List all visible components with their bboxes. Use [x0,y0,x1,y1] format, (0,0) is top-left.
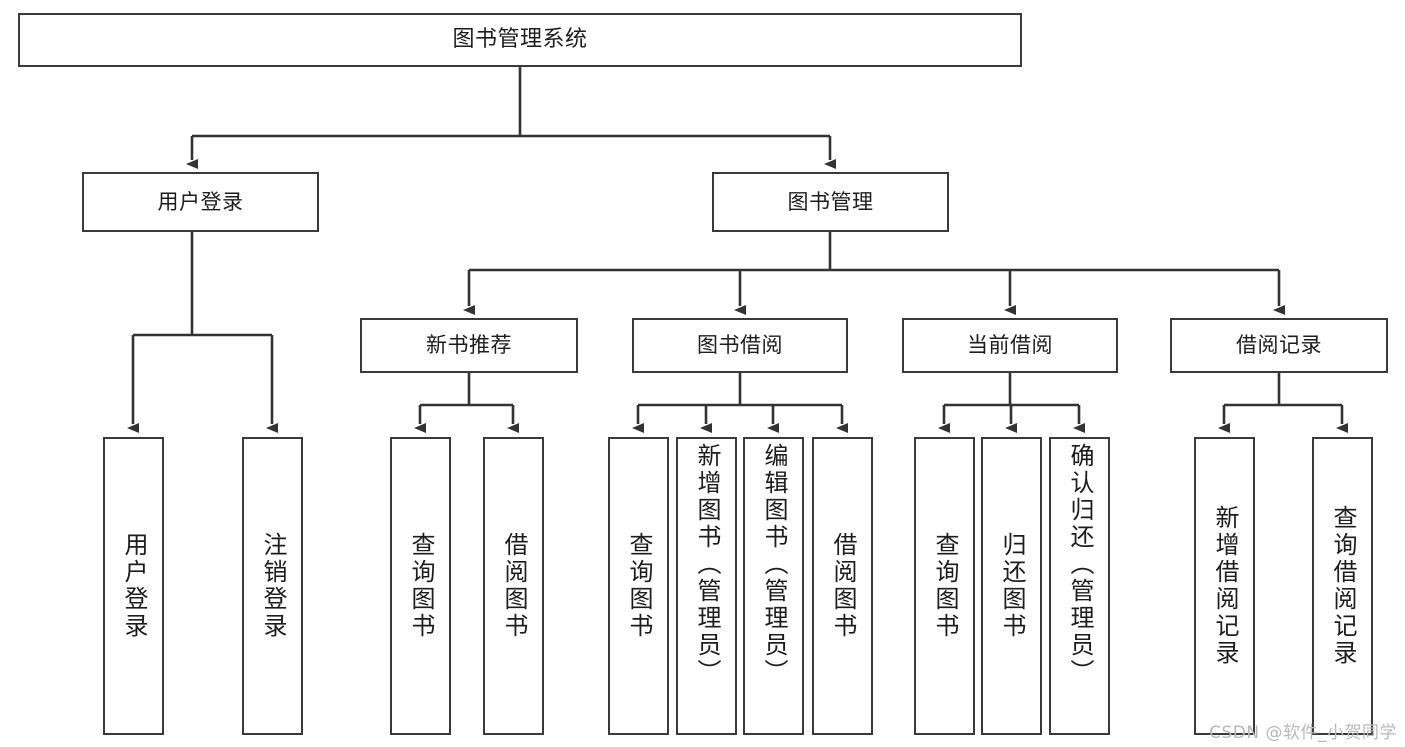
leaf-borrow-record-query[interactable]: 查询借阅记录 [1312,437,1373,735]
leaf-new-book-borrow-label: 借阅图书 [499,532,528,640]
leaf-current-borrow-return[interactable]: 归还图书 [981,437,1042,735]
leaf-book-borrow-add[interactable]: 新增图书（管理员） [676,437,737,735]
node-book-management[interactable]: 图书管理 [712,172,949,232]
leaf-book-borrow-edit[interactable]: 编辑图书（管理员） [743,437,804,735]
node-user-login[interactable]: 用户登录 [82,172,319,232]
node-current-borrow[interactable]: 当前借阅 [902,318,1118,373]
csdn-watermark: CSDN @软件_小贺同学 [1209,723,1397,743]
node-book-borrow-label: 图书借阅 [697,333,783,358]
leaf-new-book-query-label: 查询图书 [406,532,435,640]
leaf-new-book-query[interactable]: 查询图书 [390,437,451,735]
leaf-current-borrow-return-label: 归还图书 [997,532,1026,640]
leaf-current-borrow-query[interactable]: 查询图书 [914,437,975,735]
leaf-user-login-logout-label: 注销登录 [258,532,287,640]
leaf-new-book-borrow[interactable]: 借阅图书 [483,437,544,735]
node-current-borrow-label: 当前借阅 [967,333,1053,358]
leaf-user-login-logout[interactable]: 注销登录 [242,437,303,735]
node-borrow-record-label: 借阅记录 [1236,333,1322,358]
node-book-borrow[interactable]: 图书借阅 [632,318,848,373]
node-new-book-recommend-label: 新书推荐 [426,333,512,358]
leaf-borrow-record-add-label: 新增借阅记录 [1210,505,1239,667]
leaf-book-borrow-borrow-label: 借阅图书 [828,532,857,640]
leaf-current-borrow-confirm-return-label: 确认归还（管理员） [1065,443,1094,686]
leaf-current-borrow-confirm-return[interactable]: 确认归还（管理员） [1049,437,1110,735]
leaf-user-login-login[interactable]: 用户登录 [103,437,164,735]
leaf-borrow-record-query-label: 查询借阅记录 [1328,505,1357,667]
leaf-current-borrow-query-label: 查询图书 [930,532,959,640]
node-book-management-label: 图书管理 [787,189,874,214]
leaf-book-borrow-edit-label: 编辑图书（管理员） [759,443,788,686]
leaf-borrow-record-add[interactable]: 新增借阅记录 [1194,437,1255,735]
leaf-book-borrow-query-label: 查询图书 [624,532,653,640]
node-user-login-label: 用户登录 [157,189,244,214]
leaf-book-borrow-query[interactable]: 查询图书 [608,437,669,735]
leaf-book-borrow-borrow[interactable]: 借阅图书 [812,437,873,735]
leaf-book-borrow-add-label: 新增图书（管理员） [692,443,721,686]
node-borrow-record[interactable]: 借阅记录 [1170,318,1388,373]
node-root[interactable]: 图书管理系统 [18,13,1022,67]
node-root-label: 图书管理系统 [452,27,588,53]
node-new-book-recommend[interactable]: 新书推荐 [360,318,578,373]
leaf-user-login-login-label: 用户登录 [119,532,148,640]
